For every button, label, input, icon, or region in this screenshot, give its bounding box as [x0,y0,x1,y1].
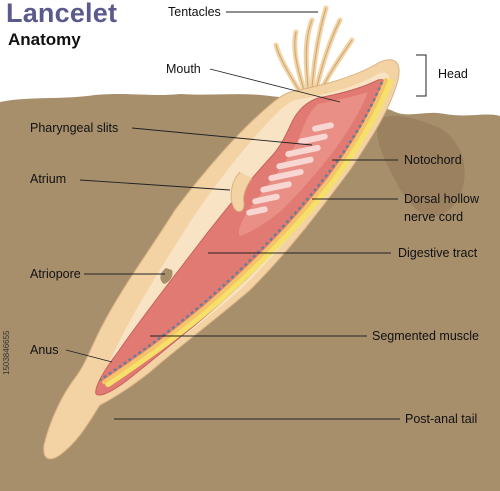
segmented-muscle-line [99,81,384,382]
label-tentacles: Tentacles [168,5,221,19]
label-notochord: Notochord [404,153,462,167]
label-pharyngeal-slits: Pharyngeal slits [30,121,119,135]
label-atriopore: Atriopore [30,267,81,281]
label-dorsal-hollow: Dorsal hollow [404,192,480,206]
notochord [102,78,388,384]
label-nerve-cord: nerve cord [404,210,464,224]
label-head: Head [438,67,468,81]
atriopore-notch [160,268,173,284]
label-atrium: Atrium [30,172,67,186]
label-anus: Anus [30,343,59,357]
diagram-title: Lancelet [6,0,118,28]
sediment-background [0,94,500,491]
head-bracket [416,54,427,97]
label-mouth: Mouth [166,62,201,76]
sediment-shadow [377,115,465,217]
stock-id-watermark: 1503846655 [2,330,11,376]
atrium-fold [230,171,253,212]
tentacles-outline [275,7,353,93]
label-segmented-muscle: Segmented muscle [372,329,480,343]
diagram-subtitle: Anatomy [8,30,81,49]
pharyngeal-slits [246,122,334,216]
label-digestive-tract: Digestive tract [398,246,478,260]
nerve-cord [105,79,393,387]
leader-lines [65,11,400,420]
label-post-anal-tail: Post-anal tail [405,412,478,426]
